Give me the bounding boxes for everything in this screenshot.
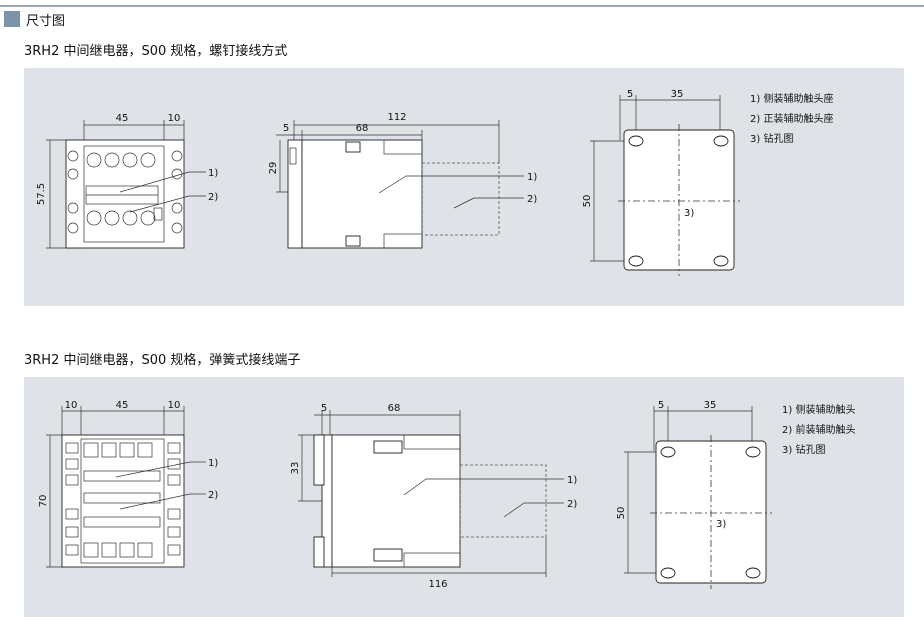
bottom-side-callout-1: 1) <box>567 475 577 486</box>
top-drill-dim-b: 35 <box>671 89 684 100</box>
top-front-dim-side: 10 <box>168 113 181 124</box>
bottom-legend-2: 2) 前装辅助触头 <box>782 423 855 436</box>
bottom-front-dim-right: 10 <box>168 400 181 411</box>
top-side-dim-b: 68 <box>356 123 369 134</box>
top-front-callout-2: 2) <box>208 192 218 203</box>
bottom-front-dim-w: 45 <box>116 400 129 411</box>
top-front-callout-1: 1) <box>208 168 218 179</box>
bottom-legend-3: 3) 钻孔图 <box>782 443 825 456</box>
bottom-front-callout-1: 1) <box>208 458 218 469</box>
section-title: 尺寸图 <box>26 13 66 29</box>
heading-marker <box>4 11 20 27</box>
bottom-drawing: 10 45 10 70 1) 2) <box>38 400 855 590</box>
top-legend-2: 2) 正装辅助触头座 <box>750 112 833 125</box>
bottom-legend-1: 1) 侧装辅助触头 <box>782 403 855 416</box>
top-side-dim-h: 29 <box>268 162 279 175</box>
bottom-drawing-panel: 10 45 10 70 1) 2) <box>24 377 904 617</box>
bottom-side-dim-b: 68 <box>388 403 401 414</box>
top-drill-view: 5 35 50 3) <box>582 89 740 276</box>
top-drawing: 45 10 57.5 1) 2) 1 <box>36 89 833 276</box>
bottom-drill-dim-b: 35 <box>704 400 717 411</box>
top-side-view: 112 5 68 29 1) 2) <box>268 112 537 249</box>
top-side-callout-1: 1) <box>527 172 537 183</box>
top-side-dim-a: 5 <box>283 123 289 134</box>
bottom-side-dim-h: 33 <box>290 462 301 475</box>
section-heading: 尺寸图 <box>4 10 66 29</box>
bottom-legend: 1) 侧装辅助触头 2) 前装辅助触头 3) 钻孔图 <box>782 403 855 456</box>
top-drill-dim-a: 5 <box>627 89 633 100</box>
bottom-subtitle: 3RH2 中间继电器，S00 规格，弹簧式接线端子 <box>24 353 301 368</box>
bottom-side-callout-2: 2) <box>567 499 577 510</box>
bottom-side-dim-total: 116 <box>428 579 447 590</box>
top-side-dim-total: 112 <box>387 112 406 123</box>
top-front-view: 45 10 57.5 1) 2) <box>36 113 218 249</box>
bottom-side-dim-a: 5 <box>321 403 327 414</box>
bottom-front-dim-left: 10 <box>65 400 78 411</box>
bottom-drill-callout-3: 3) <box>716 519 726 530</box>
bottom-side-view: 5 68 33 116 1) 2) <box>290 403 577 590</box>
top-front-dim-h: 57.5 <box>36 183 47 205</box>
top-drill-callout-3: 3) <box>684 208 694 219</box>
top-drawing-panel: 45 10 57.5 1) 2) 1 <box>24 68 904 306</box>
top-legend-1: 1) 侧装辅助触头座 <box>750 92 833 105</box>
top-side-callout-2: 2) <box>527 194 537 205</box>
bottom-front-callout-2: 2) <box>208 490 218 501</box>
top-legend-3: 3) 钻孔图 <box>750 132 793 145</box>
bottom-front-dim-h: 70 <box>38 495 49 508</box>
top-front-dim-w: 45 <box>116 113 129 124</box>
bottom-drill-view: 5 35 50 3) <box>616 400 772 589</box>
top-rule <box>0 5 924 7</box>
top-drill-dim-h: 50 <box>582 195 593 208</box>
bottom-drill-dim-a: 5 <box>658 400 664 411</box>
top-legend: 1) 侧装辅助触头座 2) 正装辅助触头座 3) 钻孔图 <box>750 92 833 145</box>
bottom-drill-dim-h: 50 <box>616 507 627 520</box>
bottom-front-view: 10 45 10 70 1) 2) <box>38 400 218 568</box>
top-subtitle: 3RH2 中间继电器，S00 规格，螺钉接线方式 <box>24 44 288 59</box>
